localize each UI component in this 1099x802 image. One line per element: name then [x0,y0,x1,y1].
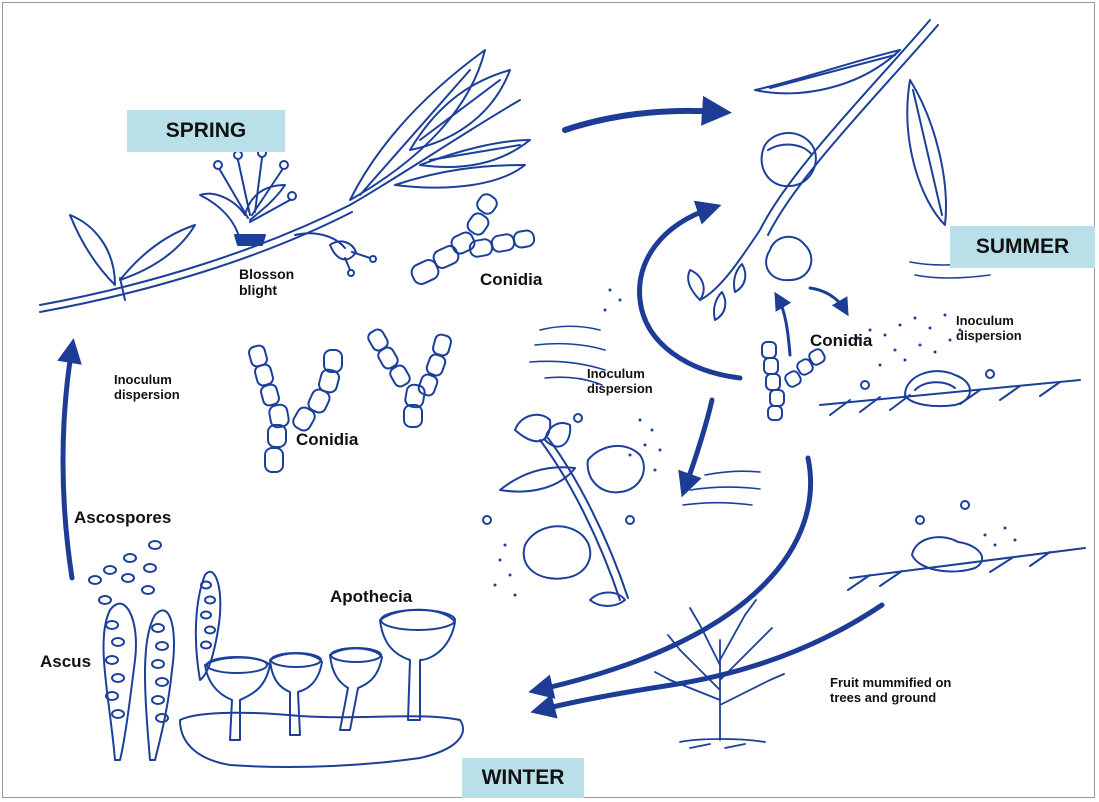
conidia-summer-label: Conidia [810,331,872,351]
conidia-chains-summer [762,342,827,420]
apothecia-drawing [180,610,463,767]
arrow-spring-to-summer [565,111,720,130]
apothecia-label: Apothecia [330,587,412,607]
arrow-winter-to-spring [63,348,72,578]
asci-drawing [89,541,220,760]
conidia-spring-label: Conidia [480,270,542,290]
arrow-small-up [778,298,790,355]
inoculum-dispersion-mid-label: Inoculum dispersion [587,367,653,397]
ground-mummy-summer [820,370,1080,415]
inoculum-dispersion-right-label: Inoculum dispersion [956,314,1022,344]
infected-branch-mid [483,414,644,606]
ascospores-label: Ascospores [74,508,171,528]
ground-mummy-lower [848,501,1085,590]
arrow-summer-loop-up [640,208,740,378]
season-winter-label: WINTER [462,758,584,798]
blossom-blight-label: Blosson blight [239,266,319,298]
season-summer-label: SUMMER [950,226,1095,268]
cycle-arrows [63,111,882,710]
arrow-small-right [810,288,845,310]
summer-branch-drawing [688,20,946,320]
fruit-mummified-label: Fruit mummified on trees and ground [830,676,951,706]
conidia-center-label: Conidia [296,430,358,450]
season-spring-label: SPRING [127,110,285,152]
spore-dots [494,289,1017,597]
conidia-chains-center [248,327,453,472]
inoculum-dispersion-left-label: Inoculum dispersion [114,373,180,403]
ascus-label: Ascus [40,652,91,672]
